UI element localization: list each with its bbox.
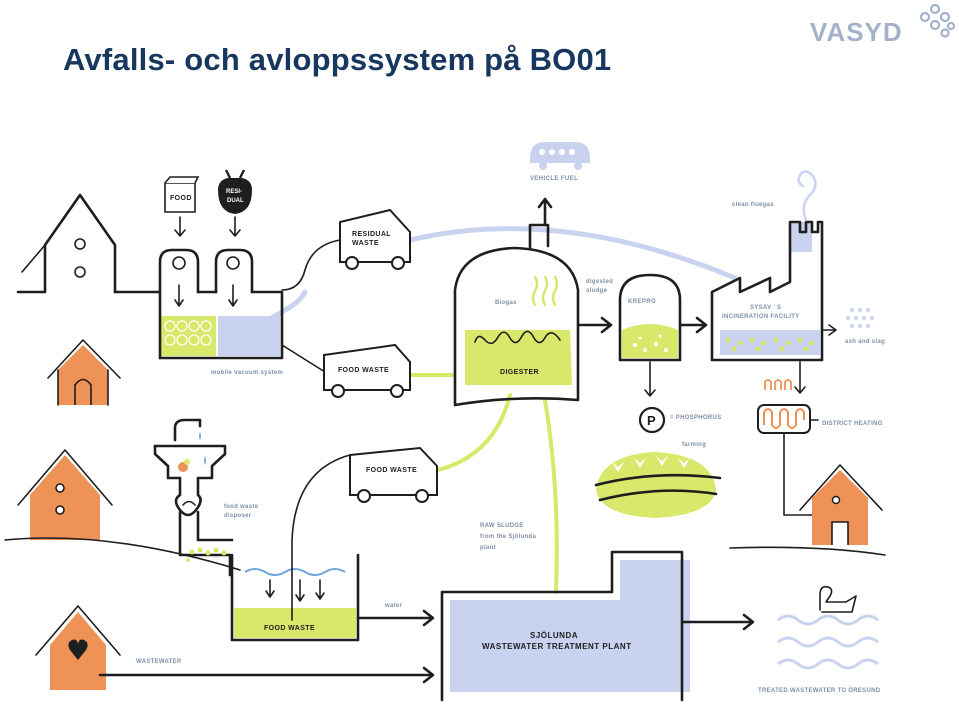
wastewater-label: WASTEWATER [136,659,182,665]
house-top [16,193,162,294]
digested-sludge-label-2: sludge [586,288,607,294]
residual-waste-truck: RESIDUAL WASTE [339,208,411,270]
farming-label: farming [682,442,706,448]
house-orange-2 [17,449,113,540]
farming-field [594,452,722,518]
ash-pile-icon [846,308,874,328]
vacuum-to-residual-truck [281,239,341,291]
p-symbol: P [647,413,656,428]
residual-waste-label-2: WASTE [352,240,379,247]
krepro: KREPRO [618,273,682,362]
vacuum-line [262,289,308,325]
vacuum-to-food-truck [281,344,326,373]
sjolunda-label-2: WASTEWATER TREATMENT PLANT [482,642,632,651]
raw-sludge-line [543,398,559,594]
food-waste-truck-1-label: FOOD WASTE [338,367,389,374]
arrow-down-icon [229,216,241,237]
plant-to-sea-arrow [680,613,755,631]
ash-slag-label: ash and slag [845,339,885,345]
arrow-down-icon [174,216,186,237]
water-label: water [384,603,403,609]
sink-disposer [153,418,234,577]
house-orange-heart [35,605,121,690]
sysav-to-heating-arrow [794,361,806,394]
page-title: Avfalls- och avloppssystem på BO01 [63,42,612,77]
krepro-label: KREPRO [628,299,656,305]
residual-to-incinerator-line [407,226,738,281]
sjolunda-treatment-plant: SJÖLUNDA WASTEWATER TREATMENT PLANT [440,550,690,702]
tank-to-truck-line [291,454,351,621]
phosphorus-icon [638,406,666,434]
krepro-to-p-arrow [644,361,656,397]
house-orange-1 [47,339,121,406]
residual-label-2: DUAL [227,198,244,204]
heart-icon [68,639,88,660]
biogas-label: Biogas [495,300,517,306]
smoke-icon [797,170,817,222]
logo-text: VASYD [810,17,903,47]
bus-icon [530,142,590,170]
vehicle-fuel-label: VEHICLE FUEL [530,176,578,182]
sea-waves [777,614,879,670]
vasyd-logo: VASYD [810,3,956,47]
phosphorus-label: = PHOSPHORUS [670,415,721,421]
raw-sludge-label-2: from the Sjölunda [480,534,536,540]
logo-dots-icon [919,3,956,38]
food-waste-tank: FOOD WASTE [230,553,360,642]
mobile-vacuum-label: mobile vacuum system [211,370,283,376]
swan-icon [819,585,857,613]
treated-wastewater-label: TREATED WASTEWATER TO ÖRESUND [758,687,881,694]
raw-sludge-label-1: RAW SLUDGE [480,523,524,529]
residual-label-1: RESI- [226,189,242,195]
food-waste-truck-2-label: FOOD WASTE [366,467,417,474]
digested-sludge-label-1: digested [586,279,613,285]
sysav-incineration-facility: SYSAV ' S INCINERATION FACILITY [710,170,824,362]
food-label: FOOD [170,195,192,202]
digester: Biogas DIGESTER [453,197,580,407]
house-orange-right [729,464,886,556]
residual-bag-icon: RESI- DUAL [218,169,252,214]
sysav-label-2: INCINERATION FACILITY [722,314,800,320]
sysav-label-1: SYSAV ' S [750,305,781,311]
krepro-to-sysav-arrow [678,316,708,334]
sysav-to-ash-arrow [821,324,837,336]
food-waste-disposer-label-1: food waste [224,504,259,510]
raw-sludge-label-3: plant [480,545,496,551]
hill-left [4,537,241,571]
food-bag-icon: FOOD [164,176,200,213]
district-heating-radiator [757,379,819,516]
food-waste-tank-label: FOOD WASTE [264,625,315,632]
clean-fluegas-label: clean fluegas [732,202,774,208]
vacuum-system-building [158,248,284,360]
food-waste-disposer-label-2: disposer [224,513,252,519]
sjolunda-label-1: SJÖLUNDA [530,631,578,640]
wastewater-arrow [98,666,435,684]
foodwaste2-to-digester-line [436,393,512,472]
food-waste-truck-2: FOOD WASTE [349,446,438,503]
food-waste-truck-1: FOOD WASTE [323,343,411,398]
digested-sludge-arrow [576,316,613,334]
residual-waste-label-1: RESIDUAL [352,231,391,238]
water-arrow [356,609,435,627]
digester-label: DIGESTER [500,369,539,376]
district-heating-label: DISTRICT HEATING [822,421,883,427]
